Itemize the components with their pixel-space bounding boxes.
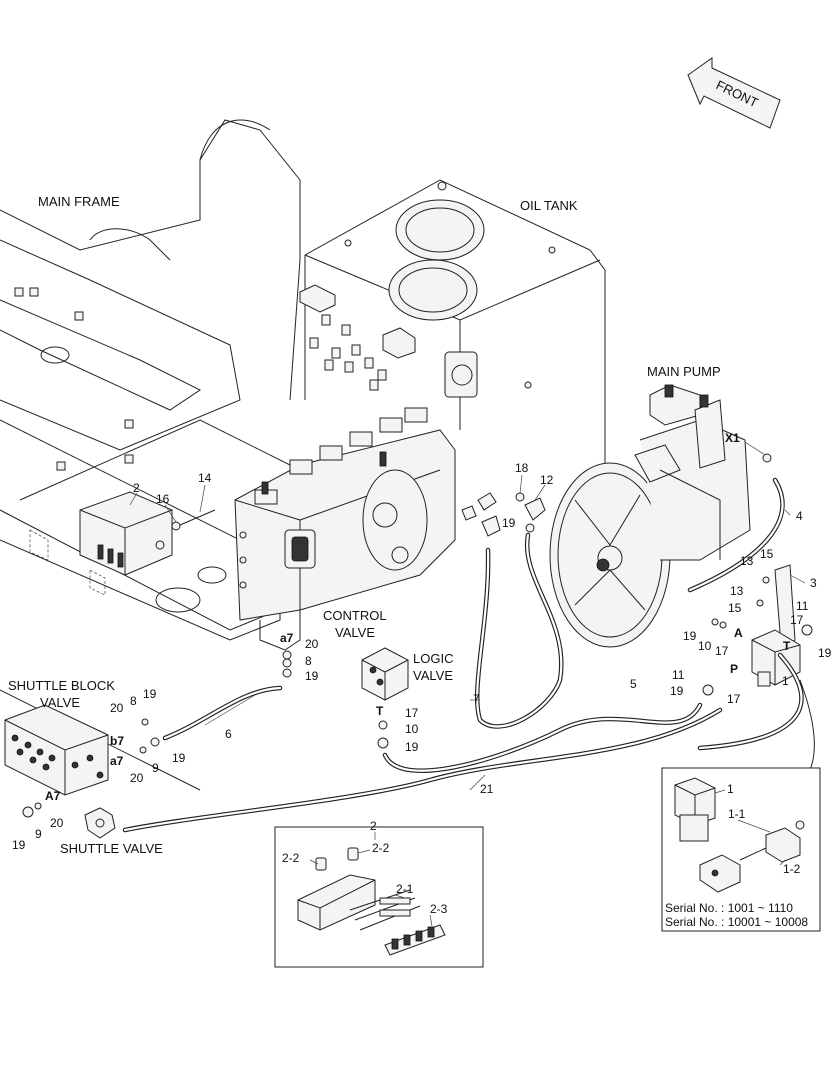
detail-box-1 bbox=[661, 767, 821, 932]
serial-line-1: Serial No. : 1001 ~ 1110 bbox=[665, 901, 793, 915]
control-valve-label-2: VALVE bbox=[335, 625, 375, 640]
oil-tank bbox=[299, 179, 606, 481]
oil-tank-label: OIL TANK bbox=[520, 198, 578, 213]
serial-line-2: Serial No. : 10001 ~ 10008 bbox=[665, 915, 808, 929]
callout-21: 21 bbox=[480, 782, 494, 796]
hoses bbox=[122, 477, 815, 833]
logic-valve-label-2: VALVE bbox=[413, 668, 453, 683]
callout-19-p: 19 bbox=[670, 684, 684, 698]
callout-8-sb: 8 bbox=[130, 694, 137, 708]
control-valve bbox=[234, 407, 456, 651]
front-arrow-icon bbox=[687, 57, 781, 129]
callout-11a: 11 bbox=[796, 599, 809, 613]
callout-1: 1 bbox=[782, 674, 789, 688]
callout-15b: 15 bbox=[728, 601, 742, 615]
main-pump bbox=[549, 384, 751, 648]
main-frame-label: MAIN FRAME bbox=[38, 194, 120, 209]
callout-17-b: 17 bbox=[715, 644, 729, 658]
callout-19-cv: 19 bbox=[305, 669, 319, 683]
shuttle-valve bbox=[22, 802, 116, 839]
callout-7: 7 bbox=[473, 692, 480, 706]
callout-2-3: 2-3 bbox=[430, 902, 448, 916]
callout-17a: 17 bbox=[790, 613, 804, 627]
callout-13b: 13 bbox=[730, 584, 744, 598]
callout-10-a: 10 bbox=[698, 639, 712, 653]
callout-14: 14 bbox=[198, 471, 212, 485]
callout-17-lv: 17 bbox=[405, 706, 419, 720]
callout-13a: 13 bbox=[740, 554, 754, 568]
callout-19-a: 19 bbox=[683, 629, 697, 643]
callout-15a: 15 bbox=[760, 547, 774, 561]
port-a: A bbox=[734, 626, 743, 640]
shuttle-block-label-2: VALVE bbox=[40, 695, 80, 710]
callout-20-cv: 20 bbox=[305, 637, 319, 651]
callout-19-sb2: 19 bbox=[172, 751, 186, 765]
port-x1: X1 bbox=[725, 431, 740, 445]
callout-3: 3 bbox=[810, 576, 817, 590]
callout-20-sv: 20 bbox=[50, 816, 64, 830]
fittings bbox=[139, 453, 813, 754]
shuttle-block-label-1: SHUTTLE BLOCK bbox=[8, 678, 115, 693]
detail-1-callout-1-2: 1-2 bbox=[783, 862, 801, 876]
callout-8-cv: 8 bbox=[305, 654, 312, 668]
callout-11b: 11 bbox=[672, 668, 685, 682]
bolt-14 bbox=[171, 509, 216, 531]
port-a7-lower: a7 bbox=[110, 754, 124, 768]
port-b7: b7 bbox=[110, 734, 124, 748]
callout-5: 5 bbox=[630, 677, 637, 691]
main-pump-label: MAIN PUMP bbox=[647, 364, 721, 379]
logic-valve-label-1: LOGIC bbox=[413, 651, 453, 666]
callout-19-lv: 19 bbox=[405, 740, 419, 754]
callout-20-sb2: 20 bbox=[130, 771, 144, 785]
logic-valve-1 bbox=[751, 629, 801, 687]
callout-2-2a: 2-2 bbox=[282, 851, 300, 865]
detail-box-2 bbox=[274, 826, 484, 968]
callout-19-right: 19 bbox=[818, 646, 832, 660]
port-a7-upper: a7 bbox=[280, 631, 294, 645]
callout-10-lv: 10 bbox=[405, 722, 419, 736]
callout-2-1: 2-1 bbox=[396, 882, 414, 896]
callout-6: 6 bbox=[225, 727, 232, 741]
port-A7: A7 bbox=[45, 789, 61, 803]
callout-18: 18 bbox=[515, 461, 529, 475]
control-valve-label-1: CONTROL bbox=[323, 608, 387, 623]
callout-19-sv: 19 bbox=[12, 838, 26, 852]
callout-9-sv: 9 bbox=[35, 827, 42, 841]
callout-19-sb: 19 bbox=[143, 687, 157, 701]
callout-19-top: 19 bbox=[502, 516, 516, 530]
detail-1-callout-1: 1 bbox=[727, 782, 734, 796]
shuttle-block-valve bbox=[4, 704, 109, 796]
port-t: T bbox=[783, 639, 791, 653]
detail-2-title: 2 bbox=[370, 819, 377, 833]
callout-4: 4 bbox=[796, 509, 803, 523]
detail-1-callout-1-1: 1-1 bbox=[728, 807, 746, 821]
port-t-logic: T bbox=[376, 704, 384, 718]
leader-lines bbox=[129, 441, 806, 791]
logic-valve-center bbox=[361, 647, 409, 749]
logic-block-2 bbox=[79, 491, 173, 576]
callout-9-sb: 9 bbox=[152, 761, 159, 775]
shuttle-valve-label: SHUTTLE VALVE bbox=[60, 841, 163, 856]
main-frame bbox=[0, 119, 401, 791]
callout-17-p: 17 bbox=[727, 692, 741, 706]
callout-2-2b: 2-2 bbox=[372, 841, 390, 855]
callout-20-sb: 20 bbox=[110, 701, 124, 715]
callout-2: 2 bbox=[133, 481, 140, 495]
callout-12: 12 bbox=[540, 473, 554, 487]
port-p: P bbox=[730, 662, 738, 676]
callout-16: 16 bbox=[156, 492, 170, 506]
